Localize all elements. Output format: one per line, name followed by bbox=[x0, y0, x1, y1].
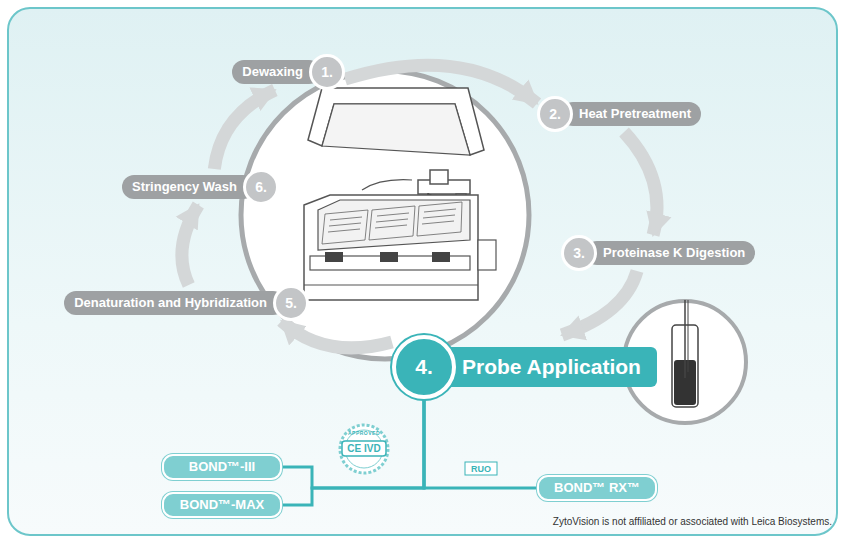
badge-text: CE IVD bbox=[347, 443, 380, 454]
ce-ivd-badge bbox=[340, 425, 388, 473]
badge-text: APPROVED bbox=[348, 430, 380, 436]
step-number: 6. bbox=[243, 169, 279, 205]
branch-line bbox=[282, 399, 424, 505]
instrument-box: BOND™-MAX bbox=[162, 492, 282, 518]
step-number: 3. bbox=[561, 235, 597, 271]
step-box: Stringency Wash6. bbox=[122, 169, 279, 205]
instrument-box: BOND™-III bbox=[162, 454, 282, 480]
branch-line bbox=[282, 399, 424, 488]
step-box: 2.Heat Pretreatment bbox=[537, 96, 701, 132]
step-label: Denaturation and Hybridization bbox=[64, 291, 285, 315]
step-number: 2. bbox=[537, 96, 573, 132]
step-label: Heat Pretreatment bbox=[561, 102, 701, 126]
cycle-arrow bbox=[214, 90, 275, 169]
panel bbox=[8, 8, 837, 535]
cycle-arrow bbox=[182, 205, 198, 285]
instrument-box: BOND™ RX™ bbox=[537, 475, 657, 501]
step-box: 3.Proteinase K Digestion bbox=[561, 235, 755, 271]
step-box: 4.Probe Application bbox=[392, 335, 657, 399]
step-number: 1. bbox=[309, 54, 345, 90]
ruo-box bbox=[465, 462, 497, 475]
cycle-arrow bbox=[624, 132, 657, 235]
step-number: 5. bbox=[273, 285, 309, 321]
cycle-arrow bbox=[562, 271, 637, 335]
cycle-arrow bbox=[282, 321, 392, 348]
step-number: 4. bbox=[392, 335, 456, 399]
footnote: ZytoVision is not affiliated or associat… bbox=[553, 516, 832, 527]
step-label: Probe Application bbox=[436, 347, 657, 387]
step-label: Stringency Wash bbox=[122, 175, 255, 199]
branch-line bbox=[424, 399, 537, 488]
step-label: BOND™-III bbox=[162, 454, 282, 480]
step-label: Proteinase K Digestion bbox=[585, 241, 755, 265]
step-label: BOND™-MAX bbox=[162, 492, 282, 518]
step-box: Denaturation and Hybridization5. bbox=[64, 285, 309, 321]
ruo-label: RUO bbox=[471, 464, 491, 474]
step-box: Dewaxing1. bbox=[232, 54, 345, 90]
instrument-illustration bbox=[241, 71, 529, 359]
step-label: Dewaxing bbox=[232, 60, 321, 84]
cycle-arrow bbox=[345, 65, 537, 103]
step-label: BOND™ RX™ bbox=[537, 475, 657, 501]
